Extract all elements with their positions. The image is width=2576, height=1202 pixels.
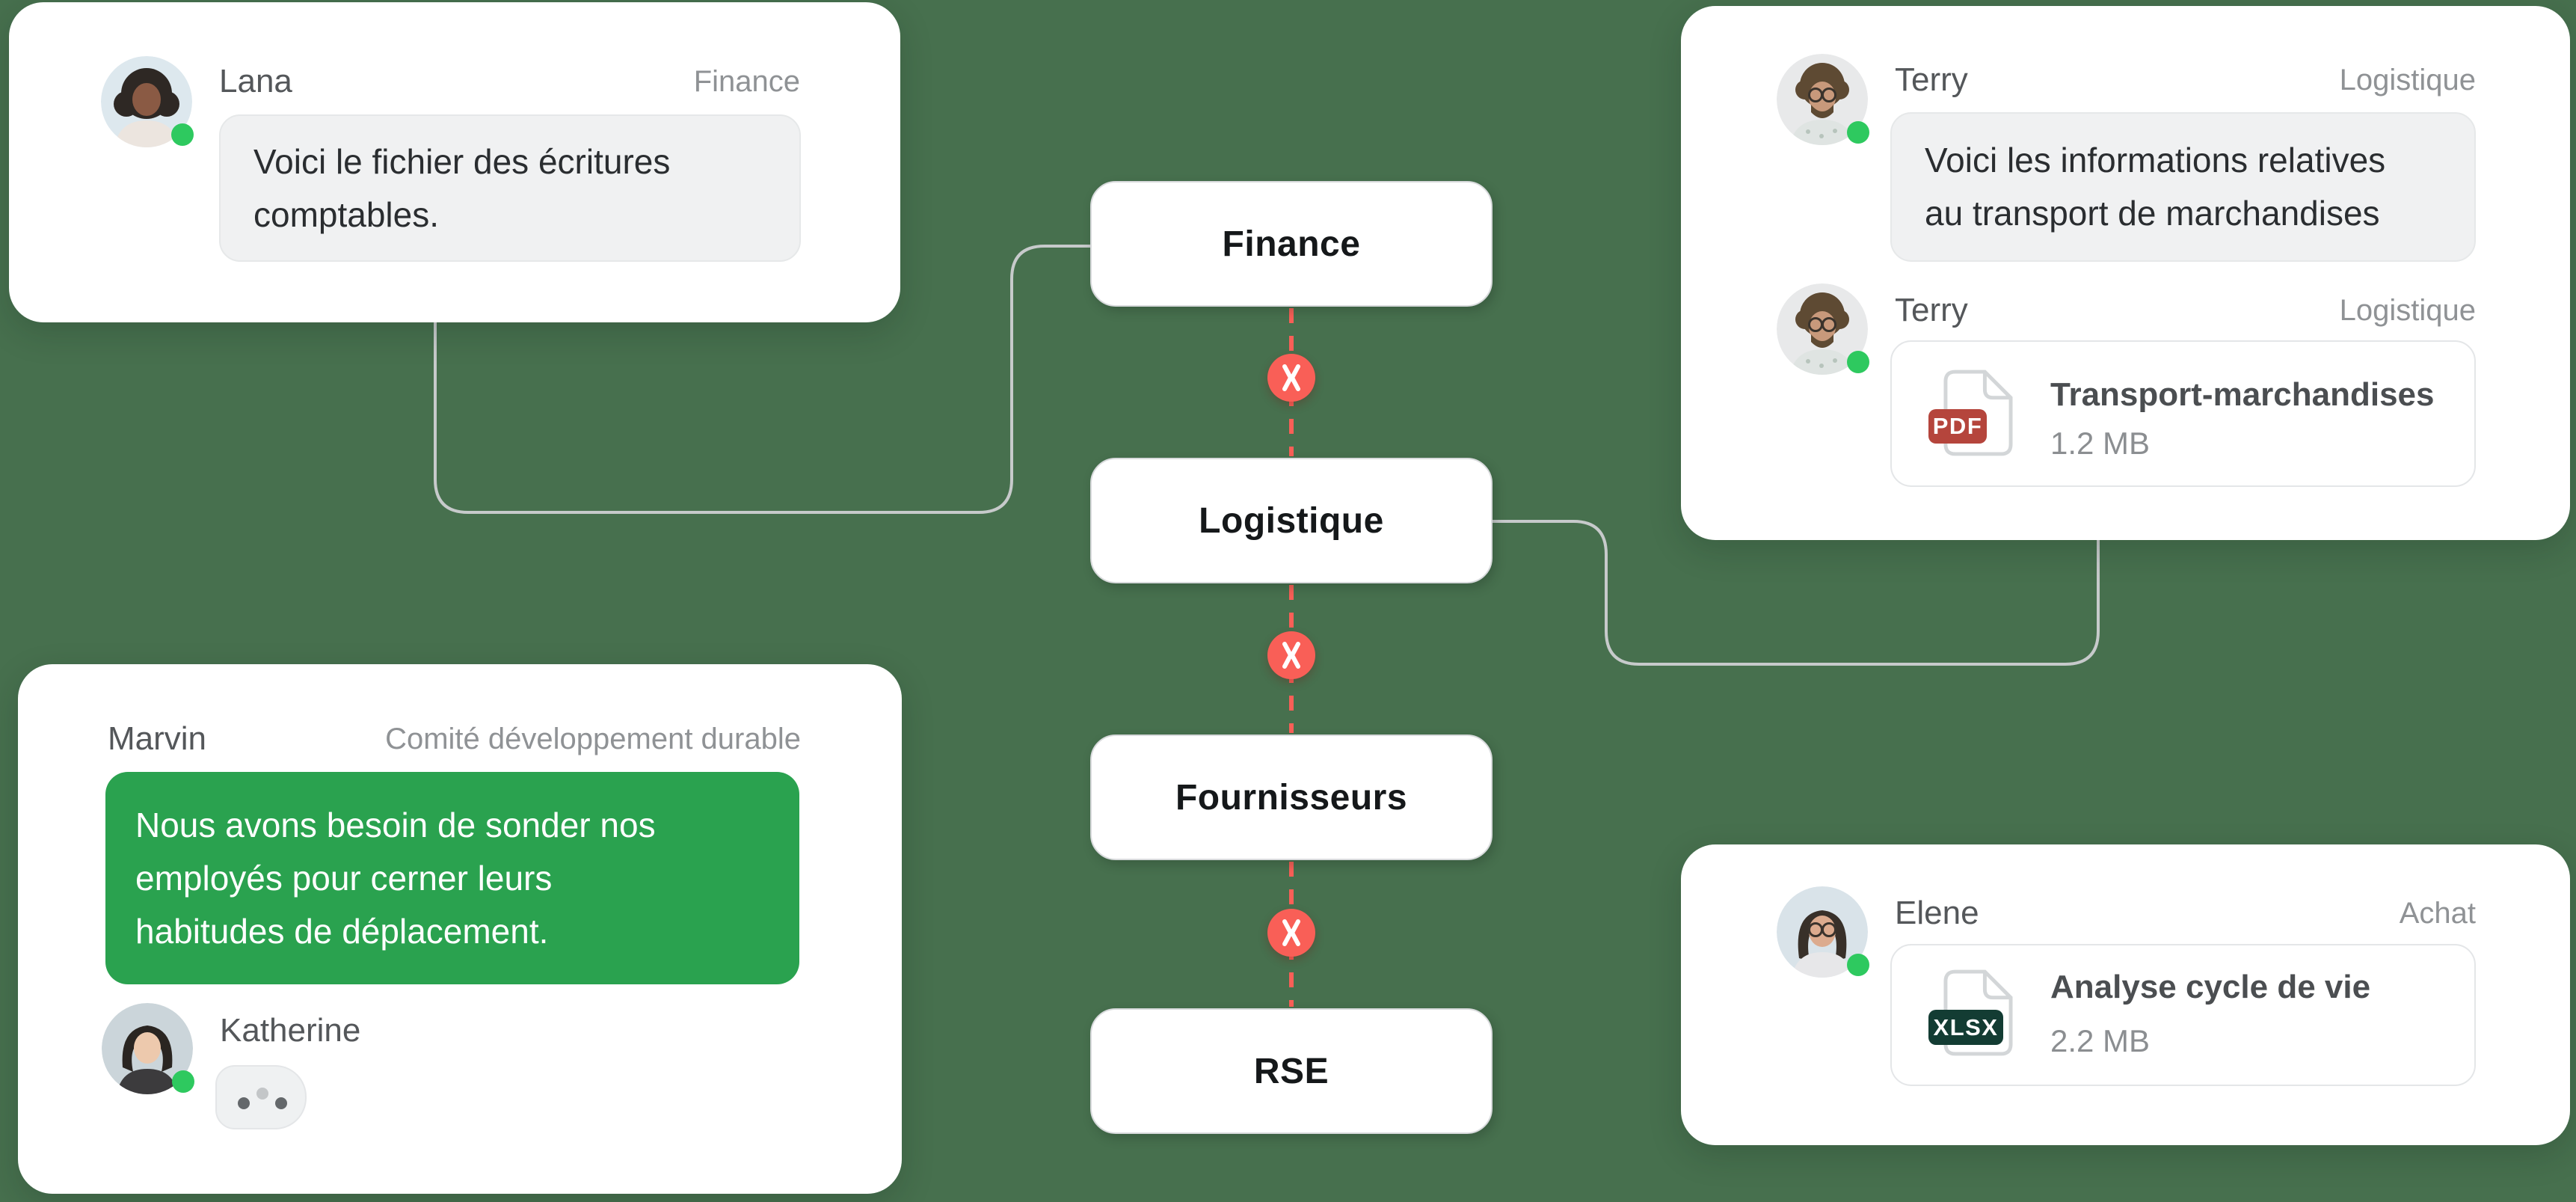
typing-indicator bbox=[215, 1065, 307, 1129]
broken-connection-icon[interactable] bbox=[1267, 631, 1315, 679]
sender-name: Marvin bbox=[108, 720, 207, 757]
flow-node-logistique[interactable]: Logistique bbox=[1090, 458, 1493, 583]
online-dot bbox=[1847, 351, 1869, 373]
avatar-lana bbox=[101, 56, 194, 147]
message-bubble: Voici le fichier des écritures comptable… bbox=[219, 114, 801, 262]
sender-name: Lana bbox=[219, 63, 292, 99]
file-size: 1.2 MB bbox=[2050, 426, 2151, 461]
broken-connection-icon[interactable] bbox=[1267, 354, 1315, 402]
connector-logistique-to-topright bbox=[1493, 520, 2100, 666]
sender-name: Terry bbox=[1895, 61, 1968, 98]
sender-department: Finance bbox=[693, 65, 800, 98]
avatar-terry bbox=[1777, 54, 1869, 145]
flow-node-rse[interactable]: RSE bbox=[1090, 1008, 1493, 1134]
chat-card-logistique: Terry Logistique Voici les informations … bbox=[1681, 6, 2570, 540]
typing-dot bbox=[275, 1097, 287, 1109]
broken-connection-icon[interactable] bbox=[1267, 909, 1315, 957]
flow-node-finance[interactable]: Finance bbox=[1090, 181, 1493, 307]
flow-node-label: RSE bbox=[1253, 1051, 1330, 1091]
file-attachment-pdf[interactable]: PDF Transport-marchandises 1.2 MB bbox=[1890, 340, 2476, 487]
typing-dot bbox=[256, 1088, 268, 1100]
sender-department: Logistique bbox=[2339, 294, 2476, 327]
pdf-badge: PDF bbox=[1928, 409, 1987, 444]
file-size: 2.2 MB bbox=[2050, 1023, 2151, 1058]
sender-department: Logistique bbox=[2339, 64, 2476, 96]
avatar-katherine bbox=[102, 1003, 194, 1094]
sender-name: Katherine bbox=[220, 1012, 361, 1049]
file-name: Transport-marchandises bbox=[2050, 376, 2435, 413]
message-bubble-green: Nous avons besoin de sonder nos employés… bbox=[105, 772, 799, 984]
file-name: Analyse cycle de vie bbox=[2050, 969, 2371, 1005]
online-dot bbox=[172, 1070, 194, 1093]
sender-name: Terry bbox=[1895, 292, 1968, 328]
flow-node-label: Fournisseurs bbox=[1175, 777, 1408, 818]
sender-name: Elene bbox=[1895, 895, 1979, 931]
avatar-elene bbox=[1777, 886, 1869, 978]
flow-node-fournisseurs[interactable]: Fournisseurs bbox=[1090, 735, 1493, 860]
online-dot bbox=[1847, 954, 1869, 976]
avatar-terry bbox=[1777, 283, 1869, 375]
sender-department: Comité développement durable bbox=[385, 723, 801, 755]
xlsx-badge: XLSX bbox=[1928, 1010, 2003, 1045]
chat-card-finance: Lana Finance Voici le fichier des écritu… bbox=[9, 2, 900, 322]
flow-node-label: Logistique bbox=[1199, 500, 1384, 541]
typing-dot bbox=[238, 1097, 250, 1109]
flow-node-label: Finance bbox=[1222, 224, 1361, 264]
file-attachment-xlsx[interactable]: XLSX Analyse cycle de vie 2.2 MB bbox=[1890, 944, 2476, 1086]
online-dot bbox=[171, 123, 194, 146]
chat-card-achat: Elene Achat XLSX Analyse cycle de vie 2.… bbox=[1681, 844, 2570, 1145]
sender-department: Achat bbox=[2399, 897, 2476, 930]
connector-topleft-to-finance bbox=[434, 245, 1090, 514]
chat-card-rse: Marvin Comité développement durable Nous… bbox=[18, 664, 902, 1194]
message-bubble: Voici les informations relatives au tran… bbox=[1890, 112, 2476, 262]
online-dot bbox=[1847, 121, 1869, 144]
